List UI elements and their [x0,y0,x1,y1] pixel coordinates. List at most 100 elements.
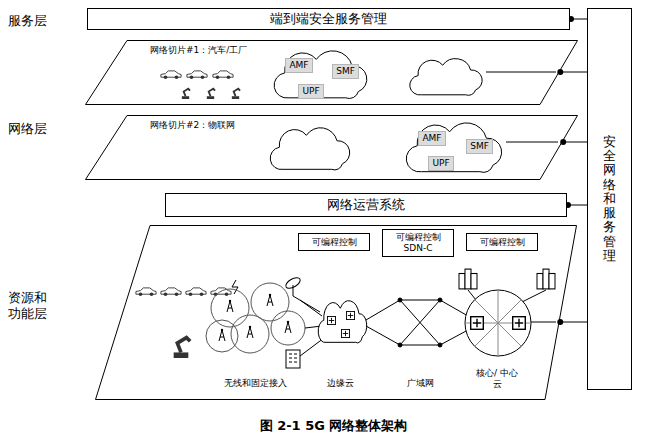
figure-part [410,59,482,96]
figure-part [136,288,156,296]
figure-part [318,301,367,343]
access-figure [136,276,324,368]
function-box: AMF [418,131,446,146]
figure-part [459,269,477,289]
security-bar: 安全网络和服务管理 [587,8,632,390]
node-text: 可编程控制 [480,237,525,248]
node-text: AMF [289,60,308,71]
figure-part [438,298,442,302]
node-text: 网络切片#2：物联网 [150,120,320,131]
function-box: UPF [298,84,324,99]
figure-part [207,89,215,99]
service-box: 端到端安全服务管理 [87,8,570,30]
layer-label: 资源和 功能层 [8,290,50,321]
figure-part [440,330,468,345]
network-slice: AMF SMF UPF 网络切片#1：汽车/工厂 [85,40,578,105]
figure-part [227,300,233,312]
figure-part [293,296,320,312]
control-box: 可编程控制 [466,233,538,251]
figure-part [206,320,238,352]
figure-part [219,329,225,341]
node-text: 无线和固定接入 [200,378,310,389]
figure-part [400,345,440,346]
figure-part [486,72,556,73]
figure-part [537,269,555,289]
control-box: 可编程控制 [298,233,370,251]
node-text: AMF [422,133,441,144]
figure-part [161,288,181,296]
figure-part [471,317,484,330]
figure-part [161,71,181,79]
slice1-figure [161,51,556,99]
parallelogram-outline [86,41,578,105]
figure-part [231,315,269,353]
function-box: UPF [428,156,454,171]
control-box: 可编程控制 SDN-C [382,229,454,257]
function-box: SMF [466,139,493,154]
node-text: SMF [336,66,355,77]
figure-part [232,280,238,294]
figure-part [366,300,400,320]
figure-part [213,71,233,79]
layer-label: 网络层 [8,121,58,137]
figure-part [327,316,335,324]
parallelogram-outline [86,116,578,180]
figure-part [341,329,349,337]
wan-figure [366,298,468,347]
figure-part [247,326,253,338]
node-text: UPF [302,86,319,97]
figure-part [186,288,206,296]
node-text: 可编程控制 SDN-C [386,232,450,254]
figure-part [406,123,501,172]
figure-caption: 图 2-1 5G 网络整体架构 [0,418,667,434]
function-box: SMF [332,64,359,79]
figure-part [251,283,289,321]
figure-part [300,338,324,356]
figure-part [440,300,468,316]
node-text: 边缘云 [318,378,362,389]
figure-part [398,298,402,302]
node-text: 广域网 [398,378,442,389]
parallelogram-outline [96,226,577,400]
figure-part [286,350,300,368]
figure-part [289,354,297,362]
figure-part [285,321,291,333]
figure-part [174,338,191,358]
node-text: 网络切片#1：汽车/工厂 [150,45,320,56]
figure-part [398,343,402,347]
figure-part [270,128,349,170]
edge-cloud-figure [318,301,367,343]
figure-part [400,300,440,345]
node-text: 网络运营系统 [327,197,405,213]
resource-layer: 可编程控制可编程控制 SDN-C可编程控制无线和固定接入边缘云广域网核心/ 中心… [95,225,577,400]
figure-part [293,285,294,296]
figure-part [346,311,354,319]
figure-part [465,290,531,356]
node-text: 端到端安全服务管理 [270,11,387,27]
figure-part [182,89,190,99]
figure-part [232,89,240,99]
node-text: 可编程控制 [312,237,357,248]
node-text: SMF [470,141,489,152]
node-text: UPF [432,158,449,169]
figure-part [506,142,558,143]
layer-label: 服务层 [8,13,58,29]
figure-part [513,317,526,330]
function-box: AMF [285,58,313,73]
network-slice: AMF SMF UPF 网络切片#2：物联网 [85,115,578,180]
figure-part [366,326,400,345]
figure-part [438,343,442,347]
figure-part [531,322,556,323]
slice2-figure [270,123,558,172]
figure-part [465,290,531,356]
figure-part [267,294,273,306]
vertical-label: 安全网络和服务管理 [603,135,616,264]
figure-part [187,71,207,79]
core-cloud-figure [459,269,556,356]
figure-part [400,300,440,345]
figure-part [274,51,367,99]
figure-part [271,311,305,345]
ops-box: 网络运营系统 [165,193,567,217]
figure-part [400,300,440,301]
